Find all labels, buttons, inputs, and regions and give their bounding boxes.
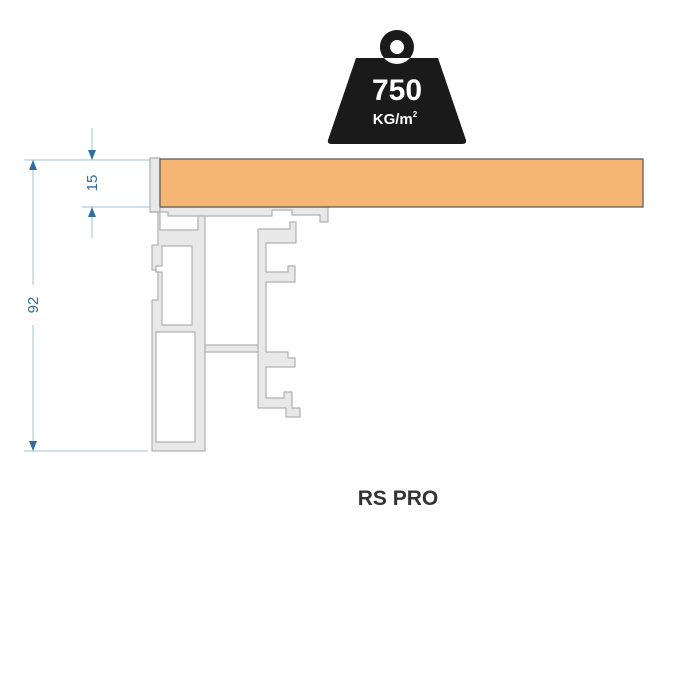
product-name: RS PRO — [358, 487, 439, 510]
arrow-92-up — [29, 160, 37, 170]
profile-top-ledge — [159, 206, 329, 223]
profile-lower-chamber — [155, 331, 196, 443]
wooden-board — [159, 158, 644, 208]
weight-unit: KG/m2 — [373, 110, 418, 128]
arrow-15-down — [88, 150, 96, 160]
dimension-arrows — [29, 150, 96, 451]
weight-badge: 750 KG/m2 — [327, 30, 467, 144]
aluminium-profile — [149, 157, 329, 452]
weight-value: 750 — [372, 74, 422, 107]
arrow-92-down — [29, 441, 37, 451]
profile-upper-chamber — [155, 245, 193, 326]
arrow-15-up — [88, 207, 96, 217]
dimension-total-height: 92 — [25, 297, 42, 314]
weight-unit-superscript: 2 — [413, 110, 418, 119]
profile-top-lip — [149, 157, 161, 213]
weight-icon — [327, 30, 467, 144]
profile-inner-upright — [257, 221, 301, 418]
profile-cross-web — [204, 344, 261, 353]
dimension-top-thickness: 15 — [84, 175, 101, 192]
